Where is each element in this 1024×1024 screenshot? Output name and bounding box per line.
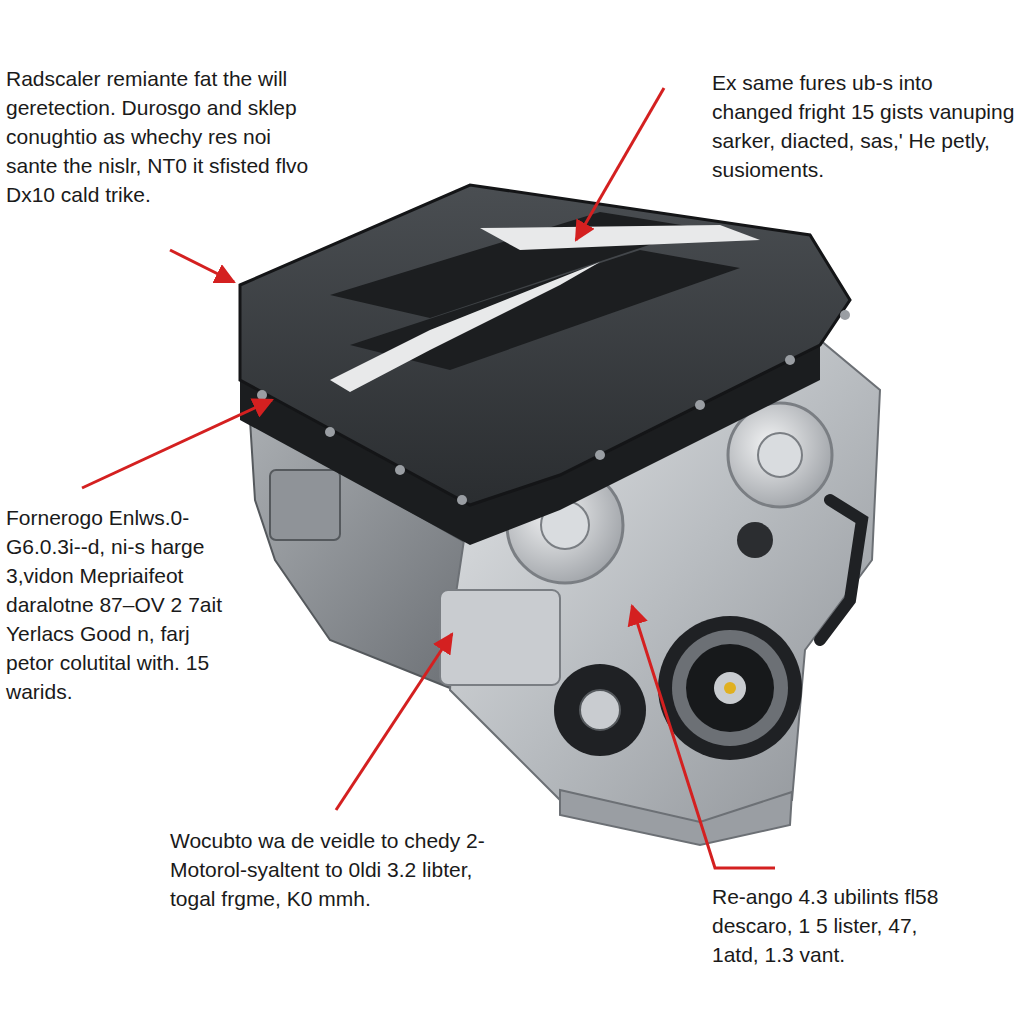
sensor-plug	[737, 522, 773, 558]
pulley-groove	[672, 630, 788, 746]
leader-line	[336, 634, 452, 810]
leader-line	[82, 400, 272, 488]
pulley-face	[686, 644, 774, 732]
bolt	[785, 355, 795, 365]
pulley-bolt	[724, 682, 736, 694]
callout-text: Fornerogo Enlws.0- G6.0.3i--d, ni-s harg…	[6, 503, 241, 706]
cam-cover	[728, 403, 832, 507]
bolt	[840, 310, 850, 320]
cover-stripe	[480, 225, 760, 250]
bolt	[457, 495, 467, 505]
idler-pulley	[554, 664, 646, 756]
callout-text: Radscaler remiante fat the will geretect…	[6, 64, 324, 209]
bolt	[695, 400, 705, 410]
pulley-hub	[580, 690, 620, 730]
cover-stripe	[330, 262, 600, 392]
crank-pulley	[658, 616, 802, 760]
side-bracket	[270, 470, 340, 540]
callout-text: Re-ango 4.3 ubilints fl58 descaro, 1 5 l…	[712, 882, 952, 969]
hose	[820, 500, 862, 640]
cam-cap	[758, 433, 802, 477]
bolt	[325, 427, 335, 437]
callout-text: Ex same fures ub-s into changed fright 1…	[712, 68, 1016, 184]
leader-line	[576, 88, 664, 240]
pump-housing	[440, 590, 560, 685]
bolt	[257, 390, 267, 400]
oil-pan	[560, 790, 792, 845]
pulleys	[554, 616, 802, 760]
cover-top	[240, 185, 850, 505]
pulley-hub	[714, 672, 746, 704]
leader-lines	[82, 88, 775, 868]
leader-line	[632, 606, 775, 868]
leader-line	[170, 250, 234, 282]
engine-cover	[240, 185, 850, 545]
callout-text: Wocubto wa de veidle to chedy 2-Motorol-…	[170, 826, 500, 913]
bolts	[257, 310, 850, 505]
bolt	[595, 450, 605, 460]
bolt	[395, 465, 405, 475]
